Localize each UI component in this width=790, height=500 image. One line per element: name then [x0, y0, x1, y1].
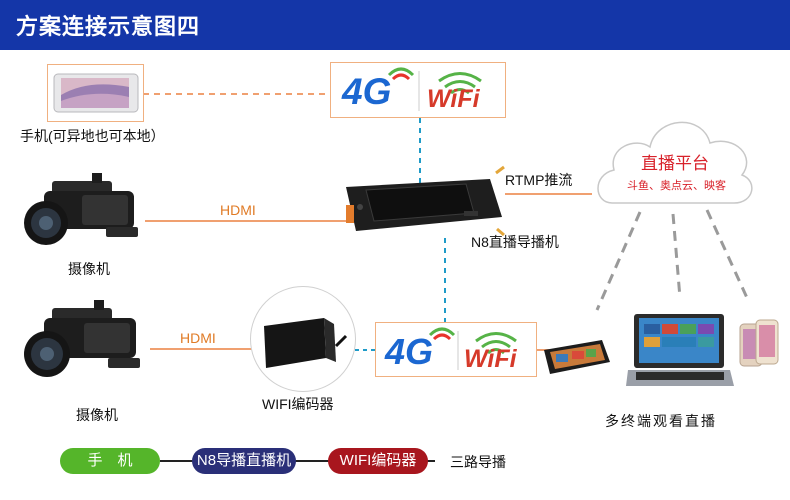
4g-badge-bottom: 4G	[385, 331, 434, 372]
hdmi-top-label: HDMI	[220, 202, 256, 218]
wifi-encoder-label: WIFI编码器	[262, 396, 334, 412]
camcorder-icon-top	[24, 173, 138, 245]
cloud-icon	[597, 121, 753, 204]
multi-terminal-label: 多终端观看直播	[605, 413, 717, 429]
network-box-bottom: 4G WiFi	[375, 322, 537, 377]
cloud-subtitle: 斗鱼、奥点云、映客	[627, 180, 726, 192]
laptop-icon	[626, 314, 734, 386]
legend-wifi-encoder: WIFI编码器	[328, 448, 428, 474]
network-box-top: 4G WiFi	[330, 62, 506, 118]
signal-arc-icon	[387, 67, 482, 111]
signal-arc-icon-bottom	[428, 327, 517, 370]
phone-box	[47, 64, 144, 122]
hdmi-bottom-label: HDMI	[180, 330, 216, 346]
legend-n8: N8导播直播机	[192, 448, 296, 474]
n8-device-icon	[346, 165, 505, 237]
camcorder-icon-bottom	[24, 300, 140, 377]
legend-phone: 手 机	[60, 448, 160, 474]
rtmp-label: RTMP推流	[505, 172, 573, 188]
smartphone-icon	[53, 73, 139, 113]
smartphones-icon	[739, 319, 779, 367]
wifi-badge-top: WiFi	[427, 85, 480, 113]
n8-label: N8直播导播机	[471, 234, 559, 250]
wifi-badge-bottom: WiFi	[464, 345, 517, 373]
camera-top-label: 摄像机	[68, 261, 110, 277]
cloud-title: 直播平台	[641, 154, 709, 173]
tablet-icon	[544, 340, 610, 374]
title-bar: 方案连接示意图四	[0, 0, 790, 50]
wifi-encoder-icon	[264, 318, 348, 368]
4g-badge-top: 4G	[342, 71, 392, 112]
legend-caption: 三路导播	[450, 454, 506, 470]
camera-bottom-label: 摄像机	[76, 407, 118, 423]
page-title: 方案连接示意图四	[16, 14, 201, 39]
phone-label: 手机(可异地也可本地）	[20, 128, 165, 144]
